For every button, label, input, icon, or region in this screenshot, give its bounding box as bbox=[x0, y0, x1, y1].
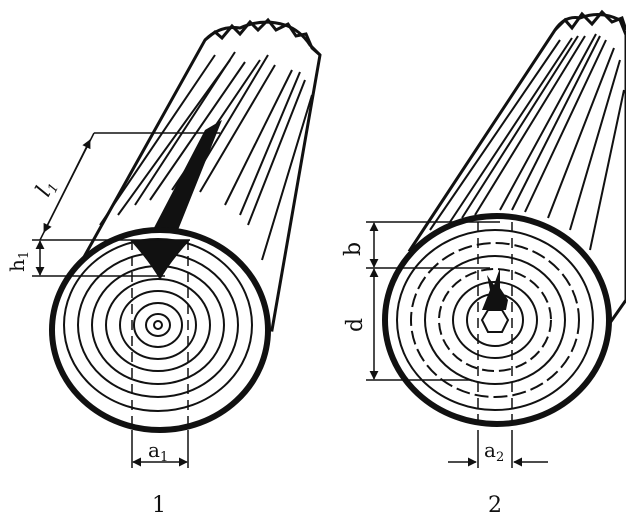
log-2-growth-rings bbox=[396, 229, 594, 411]
log-2-bark-texture bbox=[429, 33, 625, 251]
l1-dimension bbox=[39, 132, 220, 241]
a2-dimension bbox=[448, 430, 548, 468]
h1-label: h1 bbox=[5, 251, 32, 272]
log-1-caption: 1 bbox=[152, 493, 166, 518]
log-2-top-edge bbox=[553, 9, 626, 32]
a1-dimension bbox=[131, 430, 189, 468]
log-2: a2 b d 2 bbox=[341, 9, 626, 518]
a1-label: a1 bbox=[148, 438, 168, 465]
b-d-dimension bbox=[366, 221, 500, 381]
log-1-crack-notch bbox=[130, 240, 190, 280]
log-1-crack-groove bbox=[145, 120, 222, 250]
log-1-top-edge bbox=[204, 17, 321, 57]
log-2-caption: 2 bbox=[488, 493, 502, 518]
log-2-crack-width-lines bbox=[477, 222, 513, 430]
d-label: d bbox=[343, 318, 368, 332]
l1-label: l1 bbox=[31, 176, 62, 202]
h1-dimension bbox=[32, 239, 190, 277]
log-1: a1 h1 l1 1 bbox=[5, 17, 322, 518]
b-label: b bbox=[341, 242, 366, 256]
a2-label: a2 bbox=[484, 438, 504, 465]
log-2-heart-shake bbox=[482, 268, 508, 310]
